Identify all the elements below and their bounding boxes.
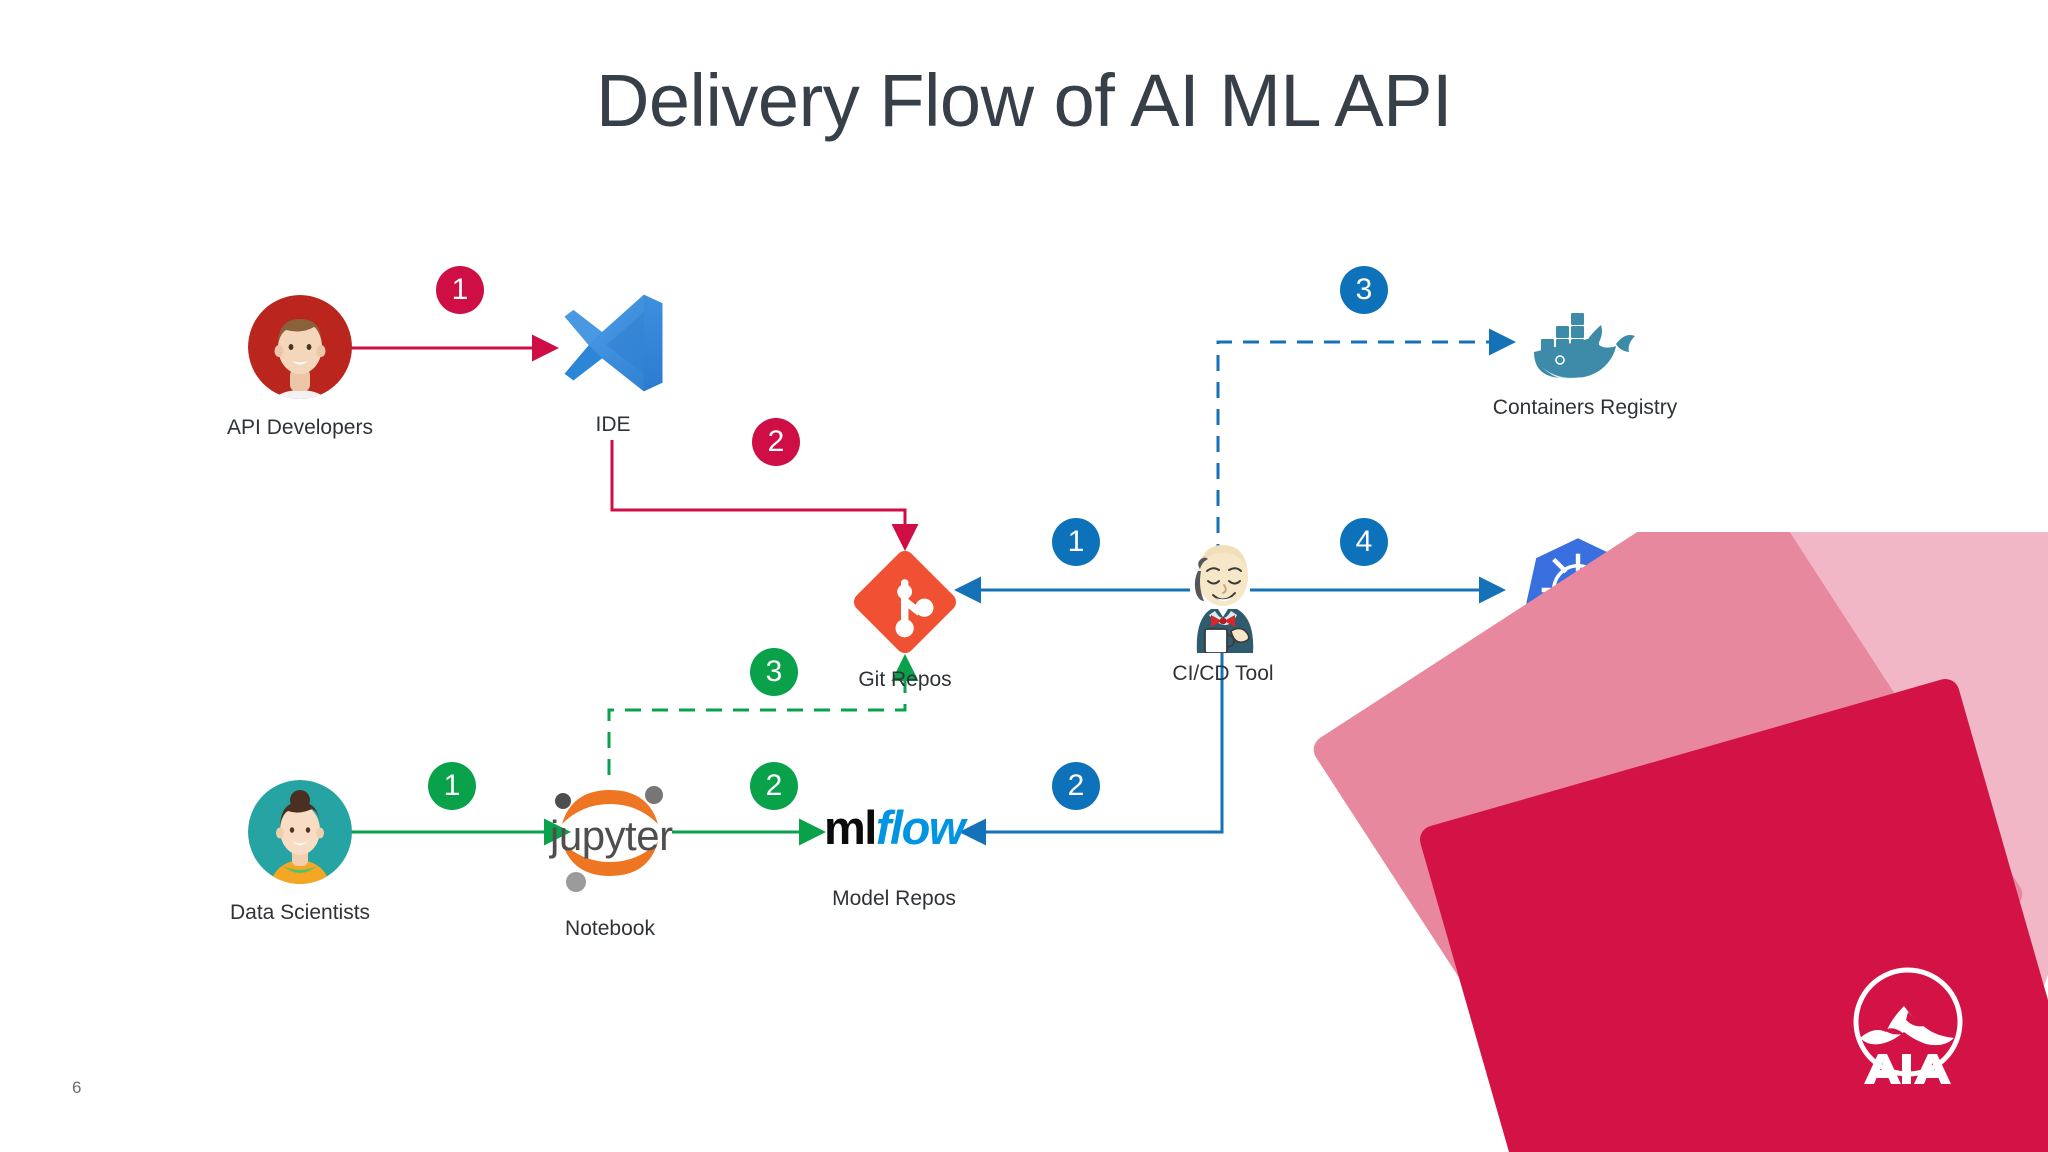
jupyter-wordmark: jupyter [550, 812, 673, 859]
user-avatar-male-icon [248, 295, 352, 399]
node-cicd-tool[interactable]: CI/CD Tool [1172, 535, 1274, 685]
node-label-model-api-containers-line1: Model API Containers [1476, 654, 1680, 677]
node-label-notebook: Notebook [565, 917, 655, 940]
mlflow-wordmark-ml: ml [824, 801, 877, 854]
node-label-api-developers: API Developers [227, 416, 373, 439]
mlflow-wordmark-flow: flow [875, 801, 965, 854]
node-label-containers-registry: Containers Registry [1492, 396, 1678, 419]
vscode-icon [564, 294, 663, 392]
node-model-repos[interactable]: mlflow Model Repos [824, 800, 972, 910]
step-badge-green-2: 2 [750, 762, 798, 810]
node-git-repos[interactable]: Git Repos [848, 545, 962, 691]
step-badge-green-1: 1 [428, 762, 476, 810]
user-avatar-female-icon [248, 780, 352, 884]
step-badge-blue-3: 3 [1340, 266, 1388, 314]
page-title: Delivery Flow of AI ML API [595, 59, 1453, 142]
node-notebook[interactable]: jupyter Notebook [546, 768, 674, 940]
page-number: 6 [72, 1078, 82, 1097]
node-ide[interactable]: IDE [558, 288, 668, 436]
node-label-data-scientists: Data Scientists [229, 901, 371, 924]
step-badge-red-1: 1 [436, 266, 484, 314]
node-api-developers[interactable]: API Developers [227, 295, 373, 439]
mlflow-icon: mlflow [824, 800, 965, 855]
jupyter-icon [555, 786, 663, 892]
git-icon [853, 550, 957, 654]
node-label-model-repos: Model Repos [832, 887, 956, 910]
node-model-api-containers[interactable]: API Model API Containers In Kubernetes [1476, 535, 1703, 704]
node-data-scientists[interactable]: Data Scientists [230, 780, 370, 924]
node-label-ide: IDE [595, 413, 631, 436]
step-badge-blue-2: 2 [1052, 762, 1100, 810]
node-containers-registry[interactable]: Containers Registry [1493, 295, 1677, 419]
step-badge-blue-1: 1 [1052, 518, 1100, 566]
jenkins-butler-icon [1194, 545, 1254, 653]
step-badge-red-2: 2 [752, 418, 800, 466]
node-label-cicd-tool: CI/CD Tool [1172, 662, 1274, 685]
step-badge-green-3: 3 [750, 648, 798, 696]
docker-whale-icon [1534, 313, 1635, 380]
api-cloud-gear-icon: API [1618, 536, 1682, 592]
node-label-git-repos: Git Repos [858, 668, 952, 691]
step-badge-blue-4: 4 [1340, 518, 1388, 566]
node-label-model-api-containers-line2: In Kubernetes [1512, 681, 1644, 704]
